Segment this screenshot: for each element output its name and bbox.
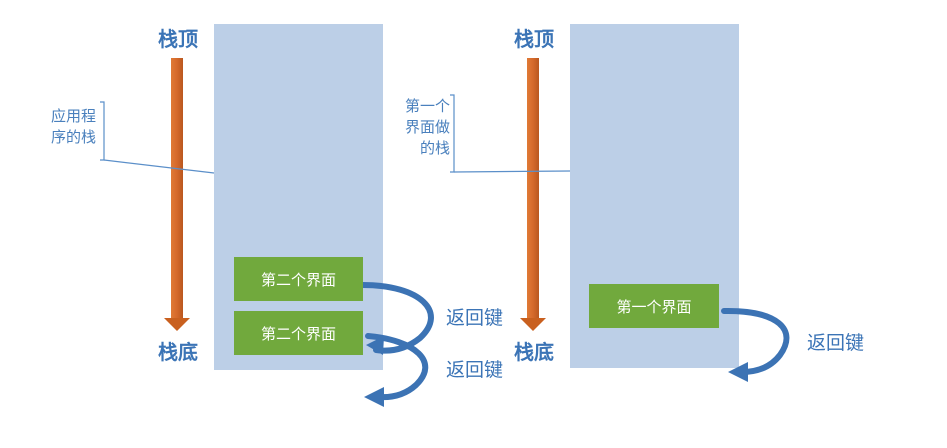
curved-back-arrow-icon <box>721 307 790 382</box>
left-stack-bottom-label: 栈底 <box>158 340 198 364</box>
left-back-key-label-1: 返回键 <box>446 307 504 329</box>
curved-back-arrow-icon <box>364 333 429 407</box>
annotation-line: 应用程 <box>50 107 96 125</box>
right-down-arrow-icon <box>520 58 546 331</box>
annotation-line: 的栈 <box>419 139 450 157</box>
right-stack-annotation: 第一个 界面做 的栈 <box>396 96 450 159</box>
left-down-arrow-icon <box>164 58 190 331</box>
left-back-key-label-2: 返回键 <box>446 359 504 381</box>
annotation-line: 第一个 <box>404 97 450 115</box>
right-annotation-leader <box>450 94 571 173</box>
annotation-line: 界面做 <box>404 118 450 136</box>
right-stack-top-label: 栈顶 <box>514 27 554 51</box>
left-screen-box-1: 第二个界面 <box>234 257 363 301</box>
right-screen-box-1: 第一个界面 <box>589 284 719 328</box>
left-stack-annotation: 应用程 序的栈 <box>42 106 96 148</box>
left-screen-box-2: 第二个界面 <box>234 311 363 355</box>
curved-back-arrow-icon <box>360 282 434 355</box>
right-stack-bottom-label: 栈底 <box>514 340 554 364</box>
right-back-key-label: 返回键 <box>807 332 865 354</box>
left-stack-top-label: 栈顶 <box>158 27 198 51</box>
left-annotation-leader <box>100 101 215 174</box>
annotation-line: 序的栈 <box>50 128 96 146</box>
